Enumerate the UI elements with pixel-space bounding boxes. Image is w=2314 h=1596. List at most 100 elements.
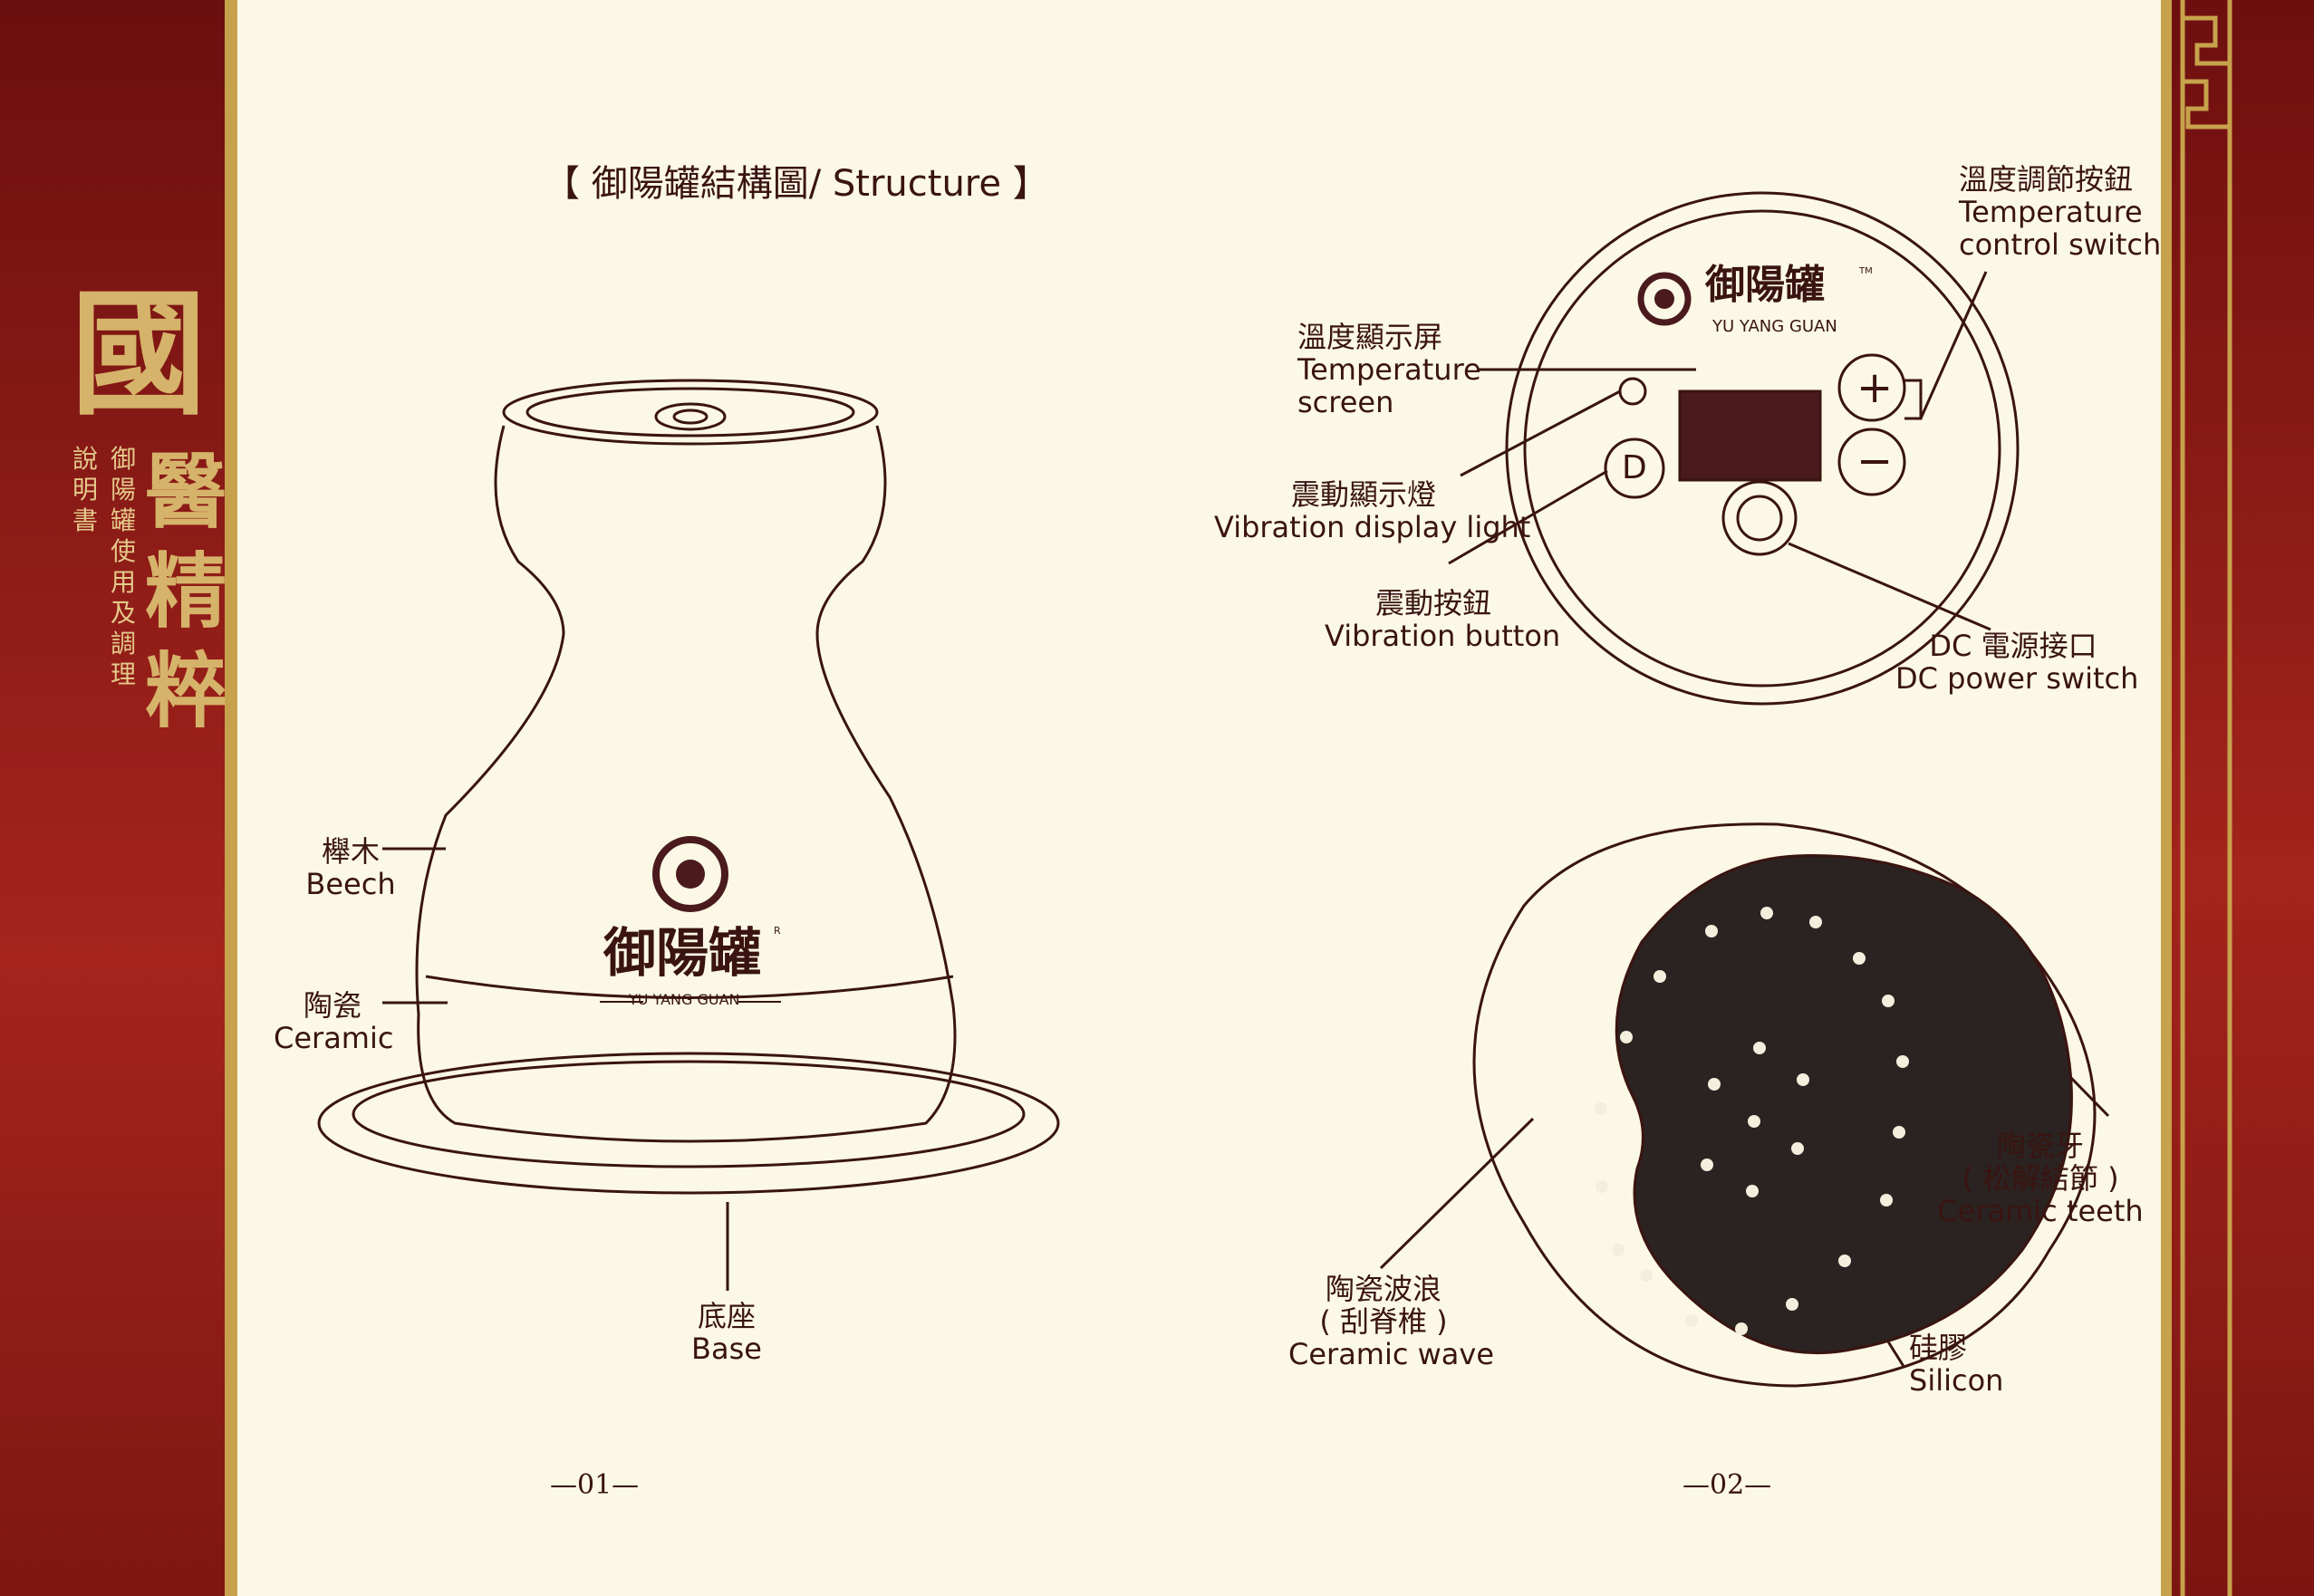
ceramic-tooth [1882,995,1895,1007]
ceramic-band [425,975,954,999]
ceramic-tooth [1786,1298,1798,1311]
label-temp-ctrl-en1: Temperature [1959,195,2143,229]
silicone-pad [1615,854,2073,1355]
label-base: 底座 Base [681,1300,772,1365]
device-logo-en: YU YANG GUAN [1712,317,1837,336]
ceramic-tooth [1880,1194,1893,1207]
ceramic-tooth [1596,1180,1608,1193]
bottom-shell [1472,822,2097,1388]
ceramic-tooth [1708,1078,1721,1091]
cup-rim [502,379,879,446]
lattice-pattern [2180,0,2232,1596]
ceramic-tooth [1746,1185,1759,1197]
calligraphy-char-4: 粹 [145,643,227,739]
label-temp-ctrl-en2: control switch [1959,227,2162,262]
ceramic-tooth [1809,916,1822,928]
label-teeth-en: Ceramic teeth [1937,1194,2144,1228]
label-vib-light: 震動顯示燈 Vibration display light [1214,477,1531,544]
label-base-en: Base [691,1332,762,1366]
label-ceramic-en: Ceramic [274,1021,394,1055]
ceramic-tooth [1595,1102,1607,1115]
label-vib-light-en: Vibration display light [1214,510,1531,544]
ceramic-tooth [1797,1073,1809,1086]
ceramic-tooth [1853,952,1866,965]
label-wave: 陶瓷波浪 ( 刮脊椎 ) Ceramic wave [1288,1273,1494,1370]
label-temp-ctrl: 溫度調節按鈕 Temperature control switch [1959,163,2161,261]
label-vib-light-zh: 震動顯示燈 [1290,477,1436,512]
right-decorative-band [2161,0,2314,1596]
ceramic-tooth [1640,1269,1653,1282]
ceramic-tooth [1791,1142,1804,1155]
button-plus: + [1856,362,1894,413]
ceramic-tooth [1620,1031,1633,1043]
left-decorative-band: 國 醫 精 粹 御陽罐使用及調理 說明書 [0,0,237,1596]
device-logo-zh: 御陽罐 [1705,262,1825,308]
device-top-inner [1523,209,2001,687]
minus-button [1837,428,1906,496]
ceramic-tooth [1896,1055,1909,1068]
label-beech: 櫸木 Beech [301,835,400,900]
ceramic-tooth [1748,1115,1760,1128]
cup-logo-zh: 御陽罐 [603,922,762,984]
label-silicon-en: Silicon [1909,1363,2004,1398]
cup-rim-inner [525,387,855,437]
label-silicon: 硅膠 Silicon [1909,1332,2003,1397]
vibration-button [1604,437,1665,499]
page-title: 【 御陽罐結構圖/ Structure 】 [544,163,1049,205]
label-vib-button-zh: 震動按鈕 [1374,586,1491,620]
label-vib-button: 震動按鈕 Vibration button [1325,586,1561,653]
label-vib-button-en: Vibration button [1325,619,1561,653]
ceramic-teeth [1595,907,1909,1335]
ceramic-tooth [1838,1255,1851,1267]
ceramic-tooth [1701,1159,1713,1171]
page-number-left: —01— [550,1469,640,1501]
label-dc: DC 電源接口 DC power switch [1895,629,2139,696]
label-ceramic: 陶瓷 Ceramic [274,988,394,1055]
base-plate-inner [352,1060,1026,1168]
device-logo-tm: TM [1859,266,1873,276]
calligraphy-char-3: 精 [145,543,227,639]
ceramic-tooth [1760,907,1773,919]
label-ceramic-zh: 陶瓷 [303,988,362,1023]
left-gold-border [225,0,237,1596]
ceramic-tooth [1893,1126,1905,1139]
ceramic-tooth [1654,970,1666,983]
label-teeth: 陶瓷牙 ( 松解結節 ) Ceramic teeth [1932,1130,2149,1227]
cup-logo-en: YU YANG GUAN [629,991,740,1008]
device-logo-mark [1637,272,1692,326]
label-silicon-zh: 硅膠 [1909,1331,1968,1365]
temperature-screen [1678,389,1822,482]
vibration-light [1618,377,1647,406]
button-minus: − [1856,436,1894,486]
label-temp-screen: 溫度顯示屏 Temperature screen [1297,321,1481,418]
manual-spread: 【 御陽罐結構圖/ Structure 】 [237,0,2161,1596]
plus-button [1837,353,1906,422]
calligraphy-char-2: 醫 [145,444,227,540]
calligraphy-char-1: 國 [71,274,207,434]
sidebar-manual: 說明書 [72,444,98,535]
ceramic-tooth [1612,1244,1625,1256]
ceramic-tooth [1753,1042,1766,1054]
right-gold-border [2161,0,2172,1596]
label-beech-zh: 櫸木 [321,834,380,869]
label-base-zh: 底座 [697,1299,756,1333]
device-top-outer [1505,191,2020,706]
label-teeth-zh2: ( 松解結節 ) [1962,1161,2119,1196]
base-plate [317,1052,1060,1195]
ceramic-tooth [1685,1314,1698,1327]
cup-body [415,425,957,1143]
page-number-right: —02— [1682,1469,1772,1501]
label-dc-en: DC power switch [1895,661,2139,696]
dc-port [1721,480,1798,556]
label-temp-screen-zh: 溫度顯示屏 [1297,320,1443,354]
label-temp-screen-en1: Temperature [1297,352,1481,387]
button-d: D [1622,449,1647,486]
label-teeth-zh1: 陶瓷牙 [1996,1129,2084,1163]
ceramic-tooth [1705,925,1718,937]
cup-logo-mark [652,836,728,912]
label-beech-en: Beech [305,867,396,901]
ceramic-tooth [1735,1322,1748,1335]
structure-illustration [317,191,2110,1388]
label-wave-zh2: ( 刮脊椎 ) [1319,1304,1448,1339]
label-dc-zh: DC 電源接口 [1929,629,2097,663]
